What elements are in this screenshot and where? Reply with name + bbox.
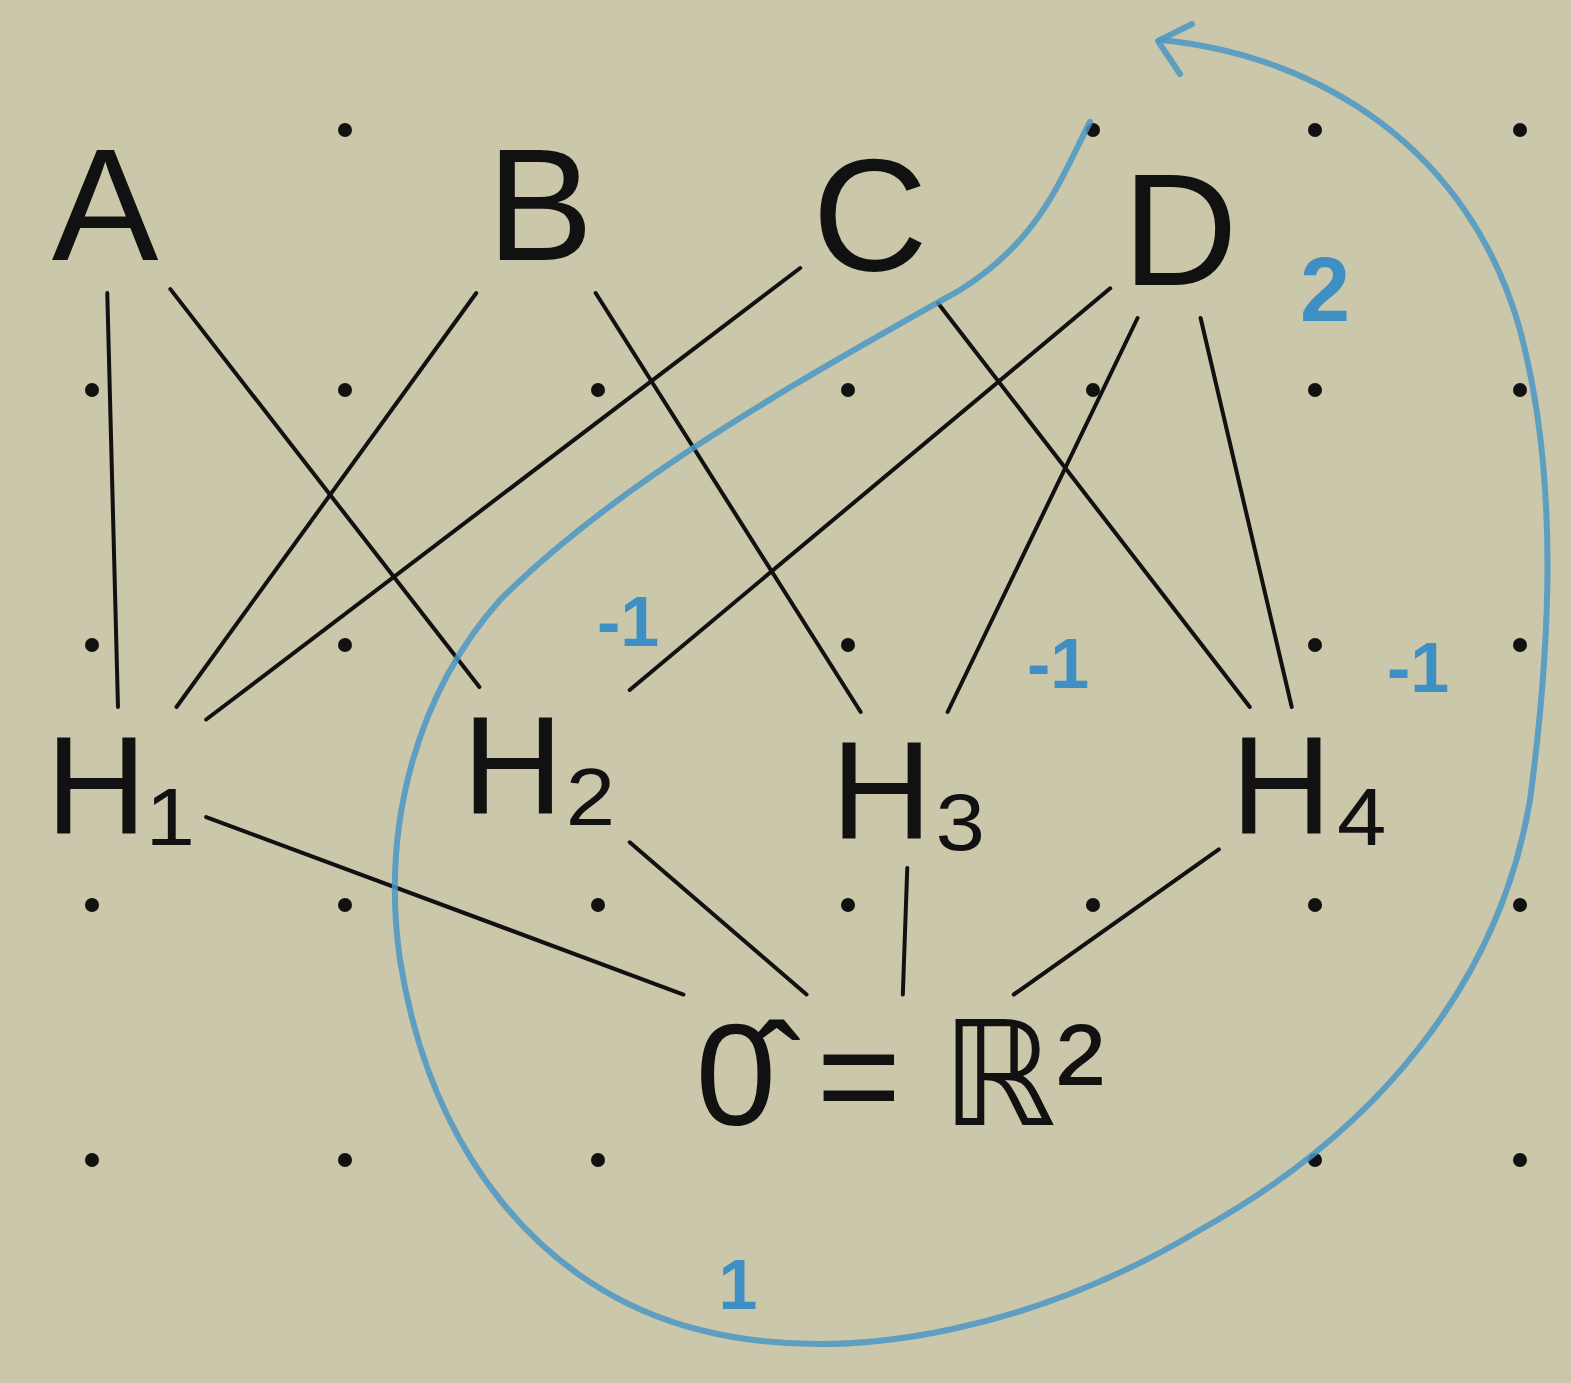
mobius-value: 2	[1296, 245, 1354, 335]
lattice-element: A	[44, 121, 167, 289]
grid-dot	[1308, 123, 1322, 137]
element-label: H₁	[46, 715, 194, 855]
grid-dot	[1513, 638, 1527, 652]
lattice-element: H₃	[823, 716, 997, 864]
grid-dot	[841, 638, 855, 652]
cover-relation-line	[206, 817, 683, 994]
grid-dot	[591, 383, 605, 397]
grid-dot	[841, 383, 855, 397]
grid-dot	[1308, 898, 1322, 912]
lattice-element: H₄	[1223, 711, 1397, 859]
mobius-value: 1	[715, 1250, 762, 1320]
grid-dot	[1086, 383, 1100, 397]
connector-layer	[107, 268, 1291, 994]
element-label: C	[812, 135, 928, 295]
element-label: B	[487, 125, 594, 285]
dot-grid	[85, 123, 1527, 1167]
grid-dot	[338, 638, 352, 652]
cover-relation-line	[630, 842, 807, 994]
cover-relation-line	[206, 268, 800, 719]
element-label: D	[1122, 150, 1238, 310]
element-label: 0̂ = ℝ²	[695, 1003, 1104, 1148]
grid-dot	[591, 898, 605, 912]
cover-relation-line	[176, 293, 476, 707]
grid-dot	[338, 898, 352, 912]
cover-relation-line	[107, 293, 118, 707]
grid-dot	[1513, 1153, 1527, 1167]
lattice-element: H₁	[38, 711, 202, 859]
cover-relation-line	[903, 868, 907, 995]
lattice-element: 0̂ = ℝ²	[687, 999, 1112, 1152]
grid-dot	[1086, 898, 1100, 912]
grid-dot	[591, 1153, 605, 1167]
element-label: H₂	[462, 695, 617, 835]
grid-dot	[1308, 638, 1322, 652]
lattice-element: D	[1114, 146, 1246, 314]
interval-loop	[395, 40, 1548, 1344]
grid-dot	[85, 1153, 99, 1167]
loop-arrowhead	[1158, 24, 1192, 74]
mobius-value: -1	[1383, 633, 1453, 703]
element-label: H₄	[1231, 715, 1389, 855]
cover-relation-line	[948, 318, 1138, 712]
cover-relation-line	[1014, 849, 1219, 994]
element-label: A	[52, 125, 159, 285]
grid-dot	[338, 383, 352, 397]
grid-dot	[1513, 123, 1527, 137]
grid-dot	[85, 383, 99, 397]
grid-dot	[841, 898, 855, 912]
grid-dot	[338, 123, 352, 137]
mobius-value: -1	[1023, 629, 1093, 699]
lattice-element: B	[479, 121, 602, 289]
lattice-element: C	[804, 131, 936, 299]
grid-dot	[1308, 383, 1322, 397]
grid-dot	[85, 638, 99, 652]
cover-relation-line	[938, 303, 1250, 707]
grid-dot	[85, 898, 99, 912]
grid-dot	[1513, 383, 1527, 397]
mobius-value: -1	[593, 587, 663, 657]
grid-dot	[1513, 898, 1527, 912]
grid-dot	[338, 1153, 352, 1167]
element-label: H₃	[831, 720, 989, 860]
cover-relation-line	[1201, 318, 1292, 707]
lattice-element: H₂	[454, 691, 625, 839]
